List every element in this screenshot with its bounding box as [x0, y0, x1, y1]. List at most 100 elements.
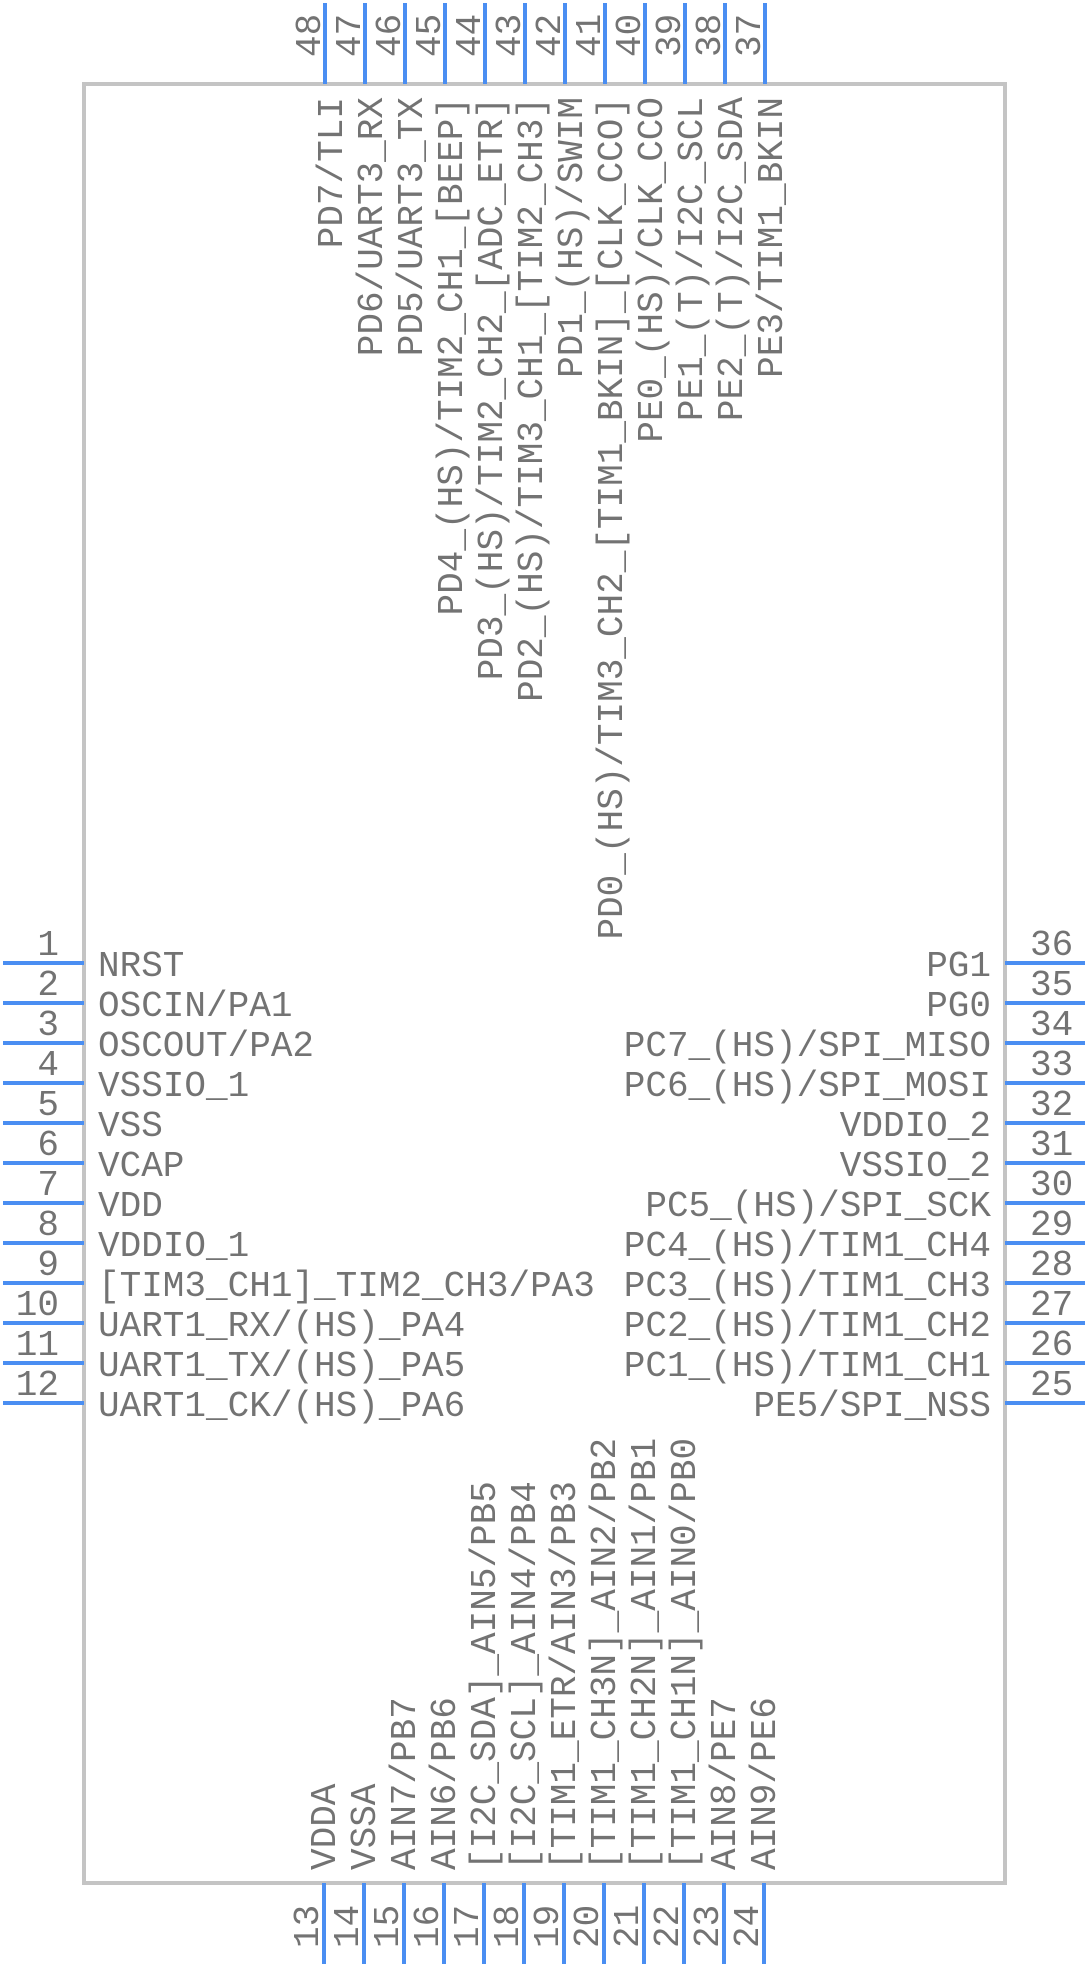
pin-number: 29	[1030, 1205, 1073, 1246]
pin-label: [I2C_SDA]_AIN5/PB5	[465, 1481, 506, 1870]
pin-label: PC2_(HS)/TIM1_CH2	[624, 1306, 991, 1347]
pin-label: PD0_(HS)/TIM3_CH2_[TIM1_BKIN]_[CLK_CCO]	[592, 97, 633, 940]
pin-label: PC6_(HS)/SPI_MOSI	[624, 1066, 991, 1107]
pin-label: PC4_(HS)/TIM1_CH4	[624, 1226, 991, 1267]
pin-label: PE5/SPI_NSS	[753, 1386, 991, 1427]
pin-number: 10	[16, 1285, 59, 1326]
pin-number: 35	[1030, 965, 1073, 1006]
pin-number: 17	[448, 1905, 489, 1948]
pin-label: PD5/UART3_TX	[392, 97, 433, 356]
pin-number: 18	[488, 1905, 529, 1948]
pin-number: 26	[1030, 1325, 1073, 1366]
pin-label: PD3_(HS)/TIM2_CH2_[ADC_ETR]	[472, 97, 513, 680]
pin-label: VDDIO_1	[98, 1226, 249, 1267]
pin-label: VSSIO_1	[98, 1066, 249, 1107]
pin-label: PE1_(T)/I2C_SCL	[672, 97, 713, 421]
pin-number: 24	[728, 1905, 769, 1948]
pin-number: 1	[37, 925, 59, 966]
pin-22: 22 [TIM1_CH1N]_AIN0/PB0	[648, 1438, 706, 1964]
pin-label: AIN8/PE7	[705, 1697, 746, 1870]
pin-number: 3	[37, 1005, 59, 1046]
pin-number: 2	[37, 965, 59, 1006]
pin-18: 18 [I2C_SCL]_AIN4/PB4	[488, 1481, 546, 1964]
pin-number: 22	[648, 1905, 689, 1948]
pin-label: PG0	[926, 986, 991, 1027]
pin-number: 37	[730, 14, 771, 57]
pin-label: [TIM1_CH1N]_AIN0/PB0	[665, 1438, 706, 1870]
pin-number: 47	[330, 14, 371, 57]
pin-number: 14	[328, 1905, 369, 1948]
pin-label: OSCOUT/PA2	[98, 1026, 314, 1067]
pin-label: [TIM1_CH2N]_AIN1/PB1	[625, 1438, 666, 1870]
pin-number: 27	[1030, 1285, 1073, 1326]
pin-number: 40	[610, 14, 651, 57]
pin-14: 14 VSSA	[328, 1783, 386, 1964]
pin-label: [TIM3_CH1]_TIM2_CH3/PA3	[98, 1266, 595, 1307]
pin-label: [I2C_SCL]_AIN4/PB4	[505, 1481, 546, 1870]
pin-number: 19	[528, 1905, 569, 1948]
pin-label: NRST	[98, 946, 184, 987]
pin-number: 33	[1030, 1045, 1073, 1086]
pin-number: 32	[1030, 1085, 1073, 1126]
pin-number: 23	[688, 1905, 729, 1948]
pin-label: PD7/TLI	[312, 97, 353, 248]
pin-label: [TIM1_ETR/AIN3/PB3	[545, 1481, 586, 1870]
pin-number: 5	[37, 1085, 59, 1126]
pin-number: 8	[37, 1205, 59, 1246]
pin-number: 6	[37, 1125, 59, 1166]
pin-number: 34	[1030, 1005, 1073, 1046]
pin-number: 12	[16, 1365, 59, 1406]
pin-number: 13	[288, 1905, 329, 1948]
pin-19: 19 [TIM1_ETR/AIN3/PB3	[528, 1481, 586, 1964]
pin-label: PG1	[926, 946, 991, 987]
pin-label: AIN9/PE6	[745, 1697, 786, 1870]
pin-label: VSSIO_2	[840, 1146, 991, 1187]
pin-number: 28	[1030, 1245, 1073, 1286]
pin-number: 39	[650, 14, 691, 57]
pin-label: AIN7/PB7	[385, 1697, 426, 1870]
pin-17: 17 [I2C_SDA]_AIN5/PB5	[448, 1481, 506, 1964]
pin-number: 21	[608, 1905, 649, 1948]
pin-41: 41PD0_(HS)/TIM3_CH2_[TIM1_BKIN]_[CLK_CCO…	[570, 3, 633, 940]
pin-9: 9[TIM3_CH1]_TIM2_CH3/PA3	[3, 1245, 595, 1307]
pin-21: 21 [TIM1_CH2N]_AIN1/PB1	[608, 1438, 666, 1964]
pin-number: 11	[16, 1325, 59, 1366]
pins: 1NRST2OSCIN/PA13OSCOUT/PA24VSSIO_15VSS6V…	[3, 3, 1085, 1964]
pin-label: VSSA	[345, 1783, 386, 1870]
pin-13: 13 VDDA	[288, 1783, 346, 1964]
pin-label: VDDA	[305, 1783, 346, 1870]
pin-23: 23 AIN8/PE7	[688, 1697, 746, 1964]
pin-label: PD1_(HS)/SWIM	[552, 97, 593, 378]
pin-label: OSCIN/PA1	[98, 986, 292, 1027]
pin-number: 38	[690, 14, 731, 57]
pin-number: 4	[37, 1045, 59, 1086]
ic-body-outline	[82, 82, 1007, 1885]
pin-number: 46	[370, 14, 411, 57]
pin-label: VCAP	[98, 1146, 184, 1187]
